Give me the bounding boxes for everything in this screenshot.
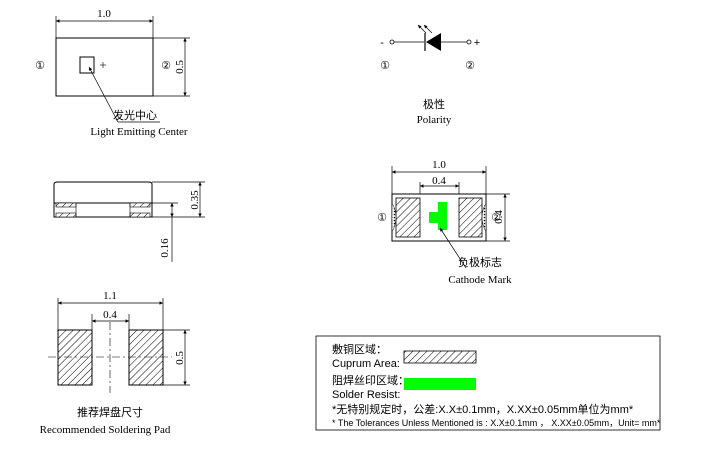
legend-note-en: * The Tolerances Unless Mentioned is : X…: [332, 418, 661, 428]
top-pin1: ①: [35, 60, 45, 72]
bottom-view: 1.0 0.4 0.4 ① ② 负极标志 Cathode Mark: [377, 159, 512, 286]
polarity-label-en: Polarity: [417, 114, 452, 126]
legend-box: 敷铜区域： Cuprum Area: 阻焊丝印区域： Solder Resist…: [315, 335, 661, 431]
top-body: [55, 37, 154, 97]
legend-note-cn: *无特别规定时，公差:X.X±0.1mm，X.XX±0.05mm单位为mm*: [332, 402, 634, 416]
side-base: [53, 202, 153, 218]
legend-cu-cn: 敷铜区域：: [332, 342, 387, 356]
side-view: 0.35 0.16: [53, 181, 205, 262]
bottom-label-en: Cathode Mark: [448, 274, 512, 286]
side-dome: [53, 181, 153, 204]
bottom-dim-inner: 0.4: [432, 175, 446, 187]
pad-right: [128, 329, 164, 386]
pad-left: [57, 329, 93, 386]
polarity-minus: -: [380, 37, 384, 49]
top-label-en: Light Emitting Center: [90, 126, 187, 138]
diode-triangle: [426, 33, 441, 51]
polarity-plus: +: [474, 37, 480, 49]
top-dim-width: 1.0: [97, 8, 111, 20]
pad-dim-height: 0.5: [174, 351, 186, 365]
pad-dim-gap: 0.4: [103, 309, 117, 321]
legend-cu-en: Cuprum Area:: [332, 358, 400, 370]
bottom-label-cn: 负极标志: [458, 255, 502, 269]
polarity-pin2: ②: [465, 60, 475, 72]
top-view: 1.0 0.5 ① ② 发光中心 Light Emitting Center: [35, 8, 190, 138]
bottom-pad-right: [458, 197, 483, 238]
top-label-cn: 发光中心: [113, 108, 157, 122]
bottom-pin2: ②: [491, 212, 501, 224]
side-dim-lower: 0.16: [159, 238, 171, 258]
legend-sr-en: Solder Resist:: [332, 389, 400, 401]
bottom-pad-left: [395, 197, 421, 238]
solder-pad-view: 1.1 0.4 0.5 推荐焊盘尺寸 Recommended Soldering…: [40, 290, 190, 436]
polarity-label-cn: 极性: [423, 97, 445, 111]
top-emitter-square: [79, 56, 95, 74]
cathode-mark: [429, 202, 447, 230]
legend-sr-swatch: [404, 378, 476, 390]
bottom-dim-width: 1.0: [432, 159, 446, 171]
polarity-pin1: ①: [380, 60, 390, 72]
top-pin2: ②: [161, 60, 171, 72]
top-dim-height: 0.5: [174, 60, 186, 74]
bottom-dim-height: 0.4: [493, 210, 505, 224]
pad-label-cn: 推荐焊盘尺寸: [77, 405, 143, 419]
bottom-pin1: ①: [377, 212, 387, 224]
legend-sr-cn: 阻焊丝印区域：: [332, 373, 409, 387]
side-dim-total: 0.35: [189, 190, 201, 210]
polarity-symbol: - + ① ② 极性 Polarity: [380, 24, 480, 126]
pad-dim-width: 1.1: [103, 290, 117, 302]
pad-label-en: Recommended Soldering Pad: [40, 424, 171, 436]
legend-cu-swatch: [403, 350, 477, 364]
